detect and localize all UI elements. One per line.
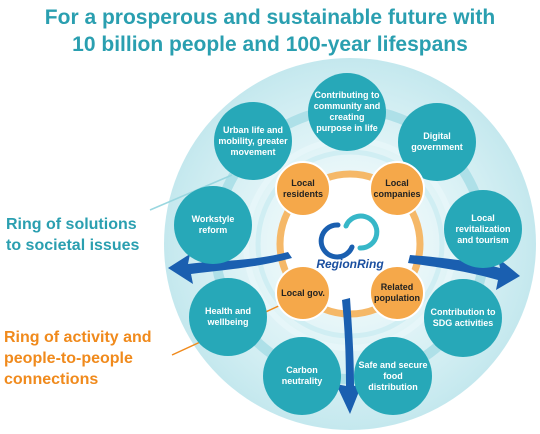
arrow-left bbox=[168, 252, 292, 284]
node-workstyle-reform: Workstyle reform bbox=[174, 186, 252, 264]
label-ring-activity: Ring of activity and people-to-people co… bbox=[4, 329, 152, 388]
node-sdg-activities: Contribution to SDG activities bbox=[424, 279, 502, 357]
node-carbon-neutrality: Carbon neutrality bbox=[263, 337, 341, 415]
title-line-1: For a prosperous and sustainable future … bbox=[44, 6, 496, 29]
title-line-2: 10 billion people and 100-year lifespans bbox=[72, 33, 468, 56]
node-food-distribution: Safe and secure food distribution bbox=[354, 337, 432, 415]
node-community-purpose: Contributing to community and creating p… bbox=[308, 73, 386, 151]
inner-local-companies: Local companies bbox=[369, 161, 425, 217]
inner-local-residents: Local residents bbox=[275, 161, 331, 217]
node-local-revitalization: Local revitalization and tourism bbox=[444, 190, 522, 268]
inner-related-population: Related population bbox=[369, 265, 425, 321]
logo-wordmark: RegionRing bbox=[316, 257, 384, 271]
node-urban-mobility: Urban life and mobility, greater movemen… bbox=[214, 102, 292, 180]
arrow-right bbox=[408, 255, 520, 290]
node-health-wellbeing: Health and wellbeing bbox=[189, 278, 267, 356]
inner-local-gov: Local gov. bbox=[275, 265, 331, 321]
arrow-down bbox=[336, 298, 362, 414]
label-ring-solutions: Ring of solutions to societal issues bbox=[6, 216, 140, 254]
regionring-logo-icon bbox=[318, 213, 380, 260]
